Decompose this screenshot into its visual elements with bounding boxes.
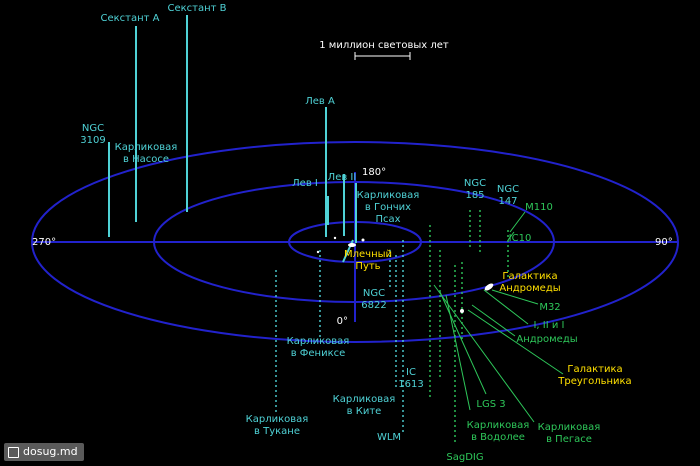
label-m32: M32 (539, 302, 560, 313)
watermark-icon (8, 446, 19, 458)
label-lgs3: LGS 3 (476, 399, 505, 410)
galaxy-markers (316, 236, 494, 313)
label-m110: M110 (525, 202, 553, 213)
angle-bottom: 0° (337, 316, 348, 327)
label-leo-i: Лев I (292, 178, 318, 189)
label-sextans-b: Секстант B (167, 3, 226, 14)
angle-top: 180° (362, 167, 386, 178)
scale-bar (354, 52, 411, 60)
watermark-text: dosug.md (23, 445, 78, 458)
milky-way-dotted-lines (275, 240, 404, 433)
label-sagdig: SagDIG (446, 452, 483, 463)
label-leo-ii: Лев II (328, 172, 357, 183)
andromeda-group-lines (429, 210, 509, 445)
scale-label: 1 миллион световых лет (319, 40, 449, 51)
label-andromeda-dw: Андромеды (516, 334, 577, 345)
milky-way-satellite-lines (108, 15, 357, 263)
label-leo-a: Лев A (305, 96, 335, 107)
label-and-i-ii-iii: I, II и I (533, 320, 564, 331)
angle-labels: 180° 0° 270° 90° (32, 167, 673, 327)
label-wlm: WLM (377, 432, 401, 443)
label-sextans-a: Секстант A (100, 13, 159, 24)
label-ic10: IC10 (509, 233, 532, 244)
milky-way-marker (348, 243, 356, 247)
angle-right: 90° (655, 237, 673, 248)
watermark: dosug.md (4, 443, 84, 461)
andromeda-marker (484, 283, 494, 291)
angle-left: 270° (32, 237, 56, 248)
andromeda-pointer-lines (433, 211, 564, 423)
